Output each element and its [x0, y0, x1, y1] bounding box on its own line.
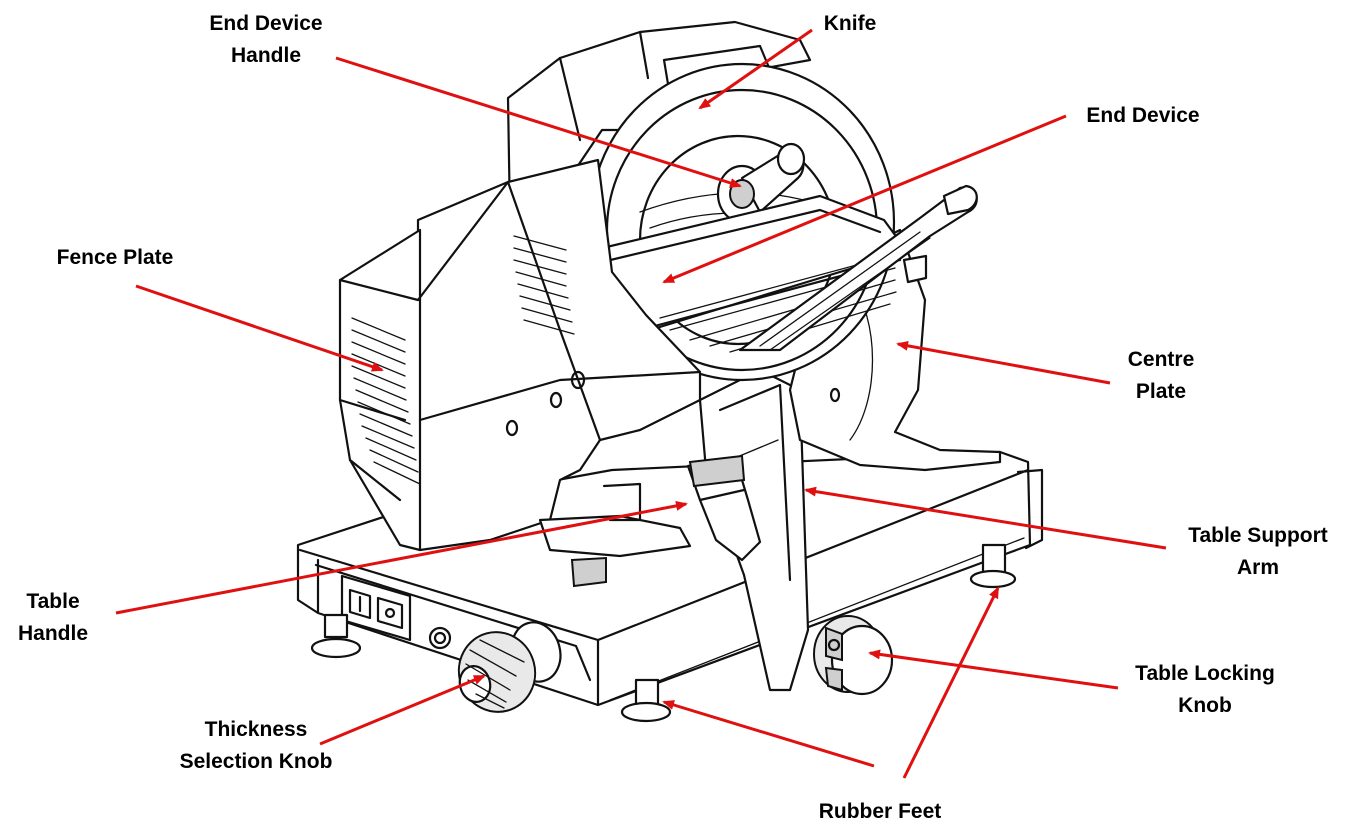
table-locking-knob-shape — [813, 615, 894, 696]
label-table-locking-knob: Table Locking Knob — [1135, 662, 1275, 717]
arrow-rubber-feet-rear — [902, 586, 1000, 779]
arrow-table-handle — [115, 500, 688, 615]
arrow-centre-plate — [896, 340, 1111, 385]
label-fence-plate: Fence Plate — [56, 246, 174, 269]
arrow-end-device-handle — [335, 56, 742, 188]
table-handle-shape — [686, 454, 762, 562]
arrow-fence-plate — [135, 284, 384, 372]
callout-arrows — [115, 28, 1167, 779]
arrow-table-support-arm — [804, 486, 1167, 550]
end-device-shape — [586, 184, 978, 353]
switch-panel — [340, 574, 452, 650]
arrow-thickness-selection-knob — [319, 674, 486, 746]
label-table-handle: Table Handle — [17, 590, 88, 645]
label-knife: Knife — [823, 12, 877, 35]
label-thickness-selection-knob: Thickness Selection Knob — [179, 718, 333, 773]
label-rubber-feet: Rubber Feet — [818, 800, 942, 823]
arrow-knife — [698, 28, 813, 110]
arrow-rubber-feet-front — [662, 700, 875, 768]
rubber-feet-shapes — [310, 468, 1044, 723]
meat-slicer-drawing — [296, 20, 1044, 723]
arrow-end-device — [662, 114, 1067, 284]
label-end-device: End Device — [1086, 104, 1200, 127]
fence-plate-shape — [338, 158, 702, 552]
label-end-device-handle: End Device Handle — [209, 12, 323, 67]
arrow-table-locking-knob — [868, 649, 1119, 690]
label-centre-plate: Centre Plate — [1127, 348, 1195, 403]
thickness-knob-shape — [457, 621, 562, 713]
label-table-support-arm: Table Support Arm — [1188, 524, 1328, 579]
